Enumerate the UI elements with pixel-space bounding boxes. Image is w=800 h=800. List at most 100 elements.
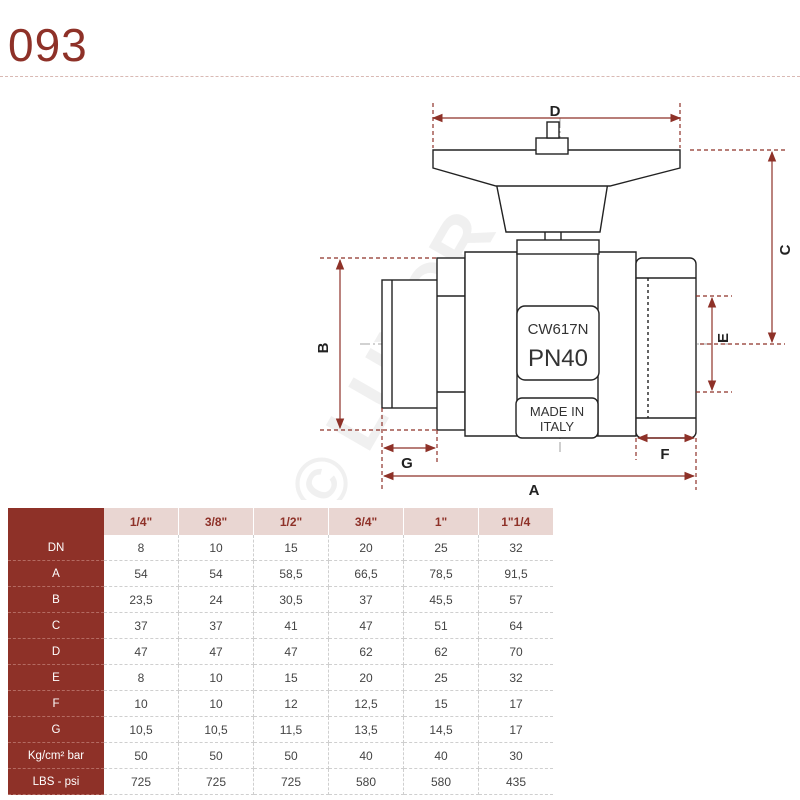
table-cell: 10 — [178, 690, 254, 717]
table-cell: 70 — [478, 638, 553, 665]
size-header: 1/2" — [253, 508, 329, 535]
table-cell: 725 — [178, 768, 254, 795]
table-corner — [8, 508, 104, 535]
size-header: 3/8" — [178, 508, 254, 535]
row-label: C — [8, 612, 104, 639]
table-cell: 51 — [403, 612, 479, 639]
table-cell: 11,5 — [253, 716, 329, 743]
table-cell: 47 — [328, 612, 404, 639]
stamp-line-2: ITALY — [540, 419, 575, 434]
stamp-line-1: MADE IN — [530, 404, 584, 419]
table-cell: 725 — [104, 768, 179, 795]
table-cell: 30 — [478, 742, 553, 769]
table-cell: 580 — [328, 768, 404, 795]
table-cell: 47 — [253, 638, 329, 665]
valve-body — [381, 121, 697, 439]
table-cell: 54 — [178, 560, 254, 587]
table-cell: 23,5 — [104, 586, 179, 613]
table-cell: 50 — [104, 742, 179, 769]
table-cell: 62 — [328, 638, 404, 665]
table-cell: 25 — [403, 535, 479, 561]
table-cell: 50 — [253, 742, 329, 769]
row-label: E — [8, 664, 104, 691]
table-cell: 47 — [178, 638, 254, 665]
size-header: 1"1/4 — [478, 508, 554, 535]
top-nut — [535, 137, 569, 155]
table-cell: 17 — [478, 690, 553, 717]
pressure-marking: PN40 — [528, 345, 588, 372]
table-cell: 10,5 — [178, 716, 254, 743]
table-cell: 37 — [328, 586, 404, 613]
table-cell: 37 — [104, 612, 179, 639]
table-cell: 25 — [403, 664, 479, 691]
table-cell: 20 — [328, 664, 404, 691]
table-cell: 15 — [253, 535, 329, 561]
table-cell: 15 — [253, 664, 329, 691]
table-cell: 58,5 — [253, 560, 329, 587]
table-cell: 10 — [178, 664, 254, 691]
table-cell: 580 — [403, 768, 479, 795]
table-cell: 64 — [478, 612, 553, 639]
gland — [516, 239, 600, 255]
table-cell: 40 — [328, 742, 404, 769]
row-label: G — [8, 716, 104, 743]
row-label: A — [8, 560, 104, 587]
table-cell: 50 — [178, 742, 254, 769]
table-cell: 20 — [328, 535, 404, 561]
butterfly-handle — [432, 149, 681, 187]
table-cell: 12,5 — [328, 690, 404, 717]
table-cell: 91,5 — [478, 560, 553, 587]
table-cell: 10 — [178, 535, 254, 561]
size-header-row: 1/4" 3/8" 1/2" 3/4" 1" 1"1/4 — [8, 508, 554, 535]
size-header: 3/4" — [328, 508, 404, 535]
table-cell: 725 — [253, 768, 329, 795]
dim-a-label: A — [529, 482, 540, 499]
marking-plate — [516, 305, 600, 381]
row-label: LBS - psi — [8, 768, 104, 795]
dimension-lines — [320, 103, 785, 490]
size-header: 1/4" — [104, 508, 179, 535]
table-cell: 41 — [253, 612, 329, 639]
valve-drawing: © LUXOR CW617N — [272, 103, 794, 500]
dim-f-label: F — [660, 446, 669, 463]
row-label: F — [8, 690, 104, 717]
table-cell: 15 — [403, 690, 479, 717]
table-cell: 37 — [178, 612, 254, 639]
table-cell: 14,5 — [403, 716, 479, 743]
dim-c-label: C — [777, 244, 794, 255]
table-cell: 62 — [403, 638, 479, 665]
table-cell: 32 — [478, 535, 553, 561]
row-label: DN — [8, 535, 104, 561]
table-cell: 12 — [253, 690, 329, 717]
stamp-plate — [515, 397, 599, 439]
table-cell: 8 — [104, 664, 179, 691]
material-marking: CW617N — [528, 321, 589, 338]
table-cell: 40 — [403, 742, 479, 769]
table-cell: 47 — [104, 638, 179, 665]
model-number: 093 — [8, 19, 88, 71]
row-label: Kg/cm² bar — [8, 742, 104, 769]
title-divider — [0, 76, 800, 77]
dim-g-label: G — [401, 455, 413, 472]
table-cell: 32 — [478, 664, 553, 691]
screw — [546, 121, 560, 139]
row-label: D — [8, 638, 104, 665]
table-cell: 17 — [478, 716, 553, 743]
dim-e-label: E — [715, 333, 732, 343]
table-cell: 78,5 — [403, 560, 479, 587]
male-thread — [381, 279, 439, 409]
dim-b-label: B — [315, 342, 332, 353]
dim-d-label: D — [550, 103, 561, 120]
size-header: 1" — [403, 508, 479, 535]
table-cell: 24 — [178, 586, 254, 613]
table-cell: 13,5 — [328, 716, 404, 743]
